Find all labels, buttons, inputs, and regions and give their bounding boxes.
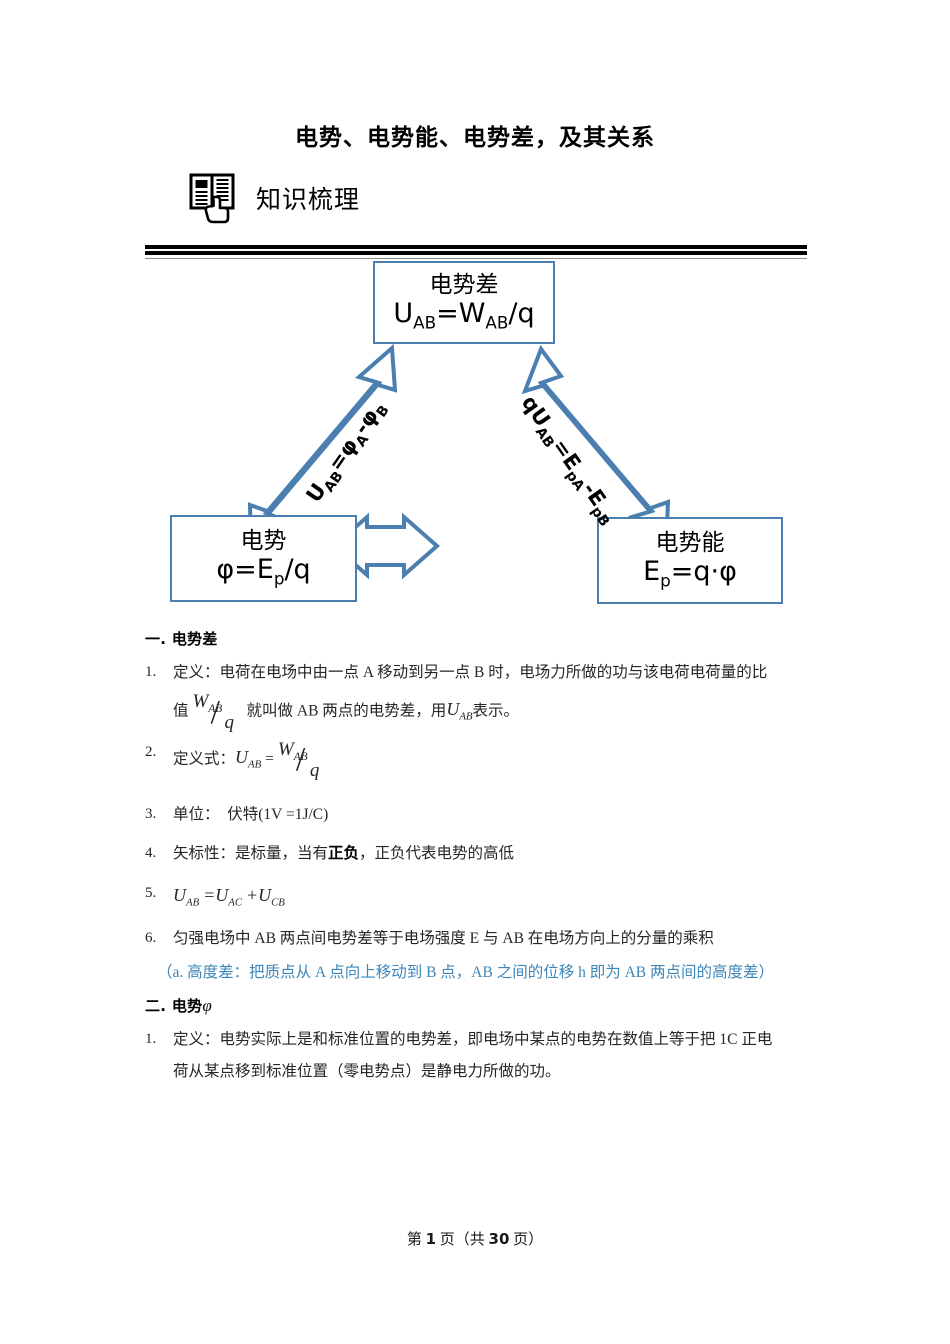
knowledge-section-label: 知识梳理 (256, 187, 361, 214)
book-hand-icon (186, 170, 242, 226)
fraction-slash: / (210, 693, 220, 731)
item-lead: 单位： (173, 805, 220, 823)
diagram-box-potential-difference: 电势差 UAB=WAB/q (373, 261, 555, 344)
variable-uac: UAC (215, 884, 243, 909)
footer-mid: 页（共 (439, 1232, 485, 1248)
list-item: 2. 定义式：UAB =WAB/q (145, 739, 825, 781)
item-lead: 矢标性： (173, 845, 236, 863)
fraction-denominator: q (309, 759, 320, 781)
item-text: 矢标性：是标量，当有正负，正负代表电势的高低 (173, 841, 825, 867)
footer-pre: 第 (406, 1232, 422, 1248)
item-formula-sum: UAB =UAC +UCB (173, 881, 825, 912)
item-text: 定义：电势实际上是和标准位置的电势差，即电场中某点的电势在数值上等于把 1C 正… (173, 1027, 825, 1053)
section-heading-2-symbol: φ (202, 996, 213, 1016)
fraction-denominator: q (224, 711, 235, 733)
item-number: 2. (145, 743, 157, 760)
equals-sign: = (265, 750, 274, 768)
list-item: 3. 单位： 伏特(1V =1J/C) (145, 802, 825, 828)
section-heading-2: 二. 电势φ (145, 995, 825, 1016)
item-continuation: 荷从某点移到标准位置（零电势点）是静电力所做的功。 (173, 1063, 561, 1081)
item-lead: 定义式： (173, 750, 236, 768)
box-left-formula: φ=Ep/q (216, 554, 311, 589)
box-top-title: 电势差 (429, 271, 499, 298)
fraction-numerator: WAB (277, 738, 308, 763)
relationship-diagram: 电势差 UAB=WAB/q 电势 φ=Ep/q 电势能 Ep=q·φ UAB=φ… (145, 252, 815, 618)
list-item: 1. 定义：电势实际上是和标准位置的电势差，即电场中某点的电势在数值上等于把 1… (145, 1027, 825, 1053)
item-number: 5. (145, 884, 157, 901)
item-text: 单位： 伏特(1V =1J/C) (173, 802, 825, 828)
item-body: 电势实际上是和标准位置的电势差，即电场中某点的电势在数值上等于把 1C 正电 (219, 1031, 773, 1049)
blue-note: （a. 高度差：把质点从 A 点向上移动到 B 点，AB 之间的位移 h 即为 … (157, 963, 774, 981)
item-number: 4. (145, 845, 157, 862)
cont-suffix: 就叫做 AB 两点的电势差，用 (246, 702, 447, 720)
list-item: 4. 矢标性：是标量，当有正负，正负代表电势的高低 (145, 841, 825, 867)
box-left-title: 电势 (240, 527, 287, 554)
diagram-box-potential-energy: 电势能 Ep=q·φ (597, 517, 783, 604)
cont-prefix: 值 (173, 702, 189, 720)
page-title: 电势、电势能、电势差，及其关系 (295, 125, 655, 151)
page-footer: 第 1 页（共 30 页） (0, 1228, 950, 1249)
item-number: 1. (145, 664, 157, 680)
knowledge-section-heading: 知识梳理 (186, 170, 360, 226)
fraction-w-over-q: WAB/q (276, 739, 330, 781)
section-heading-1: 一. 电势差 (145, 630, 218, 648)
item-body: 伏特(1V =1J/C) (227, 805, 329, 823)
fraction-w-over-q: WAB/q (191, 691, 245, 733)
plus-sign: + (245, 884, 259, 905)
item-text: 定义式：UAB =WAB/q (173, 739, 825, 781)
fraction-numerator: WAB (192, 690, 223, 715)
variable-uab: UAB (173, 884, 200, 909)
item-body: 电荷在电场中由一点 A 移动到另一点 B 时，电场力所做的功与该电荷电荷量的比 (219, 664, 768, 681)
body-content: 一. 电势差 1. 定义：电荷在电场中由一点 A 移动到另一点 B 时，电场力所… (145, 628, 825, 1085)
variable-uab: UAB (235, 747, 262, 771)
variable-uab: UAB (446, 699, 473, 723)
item-text: 定义：电荷在电场中由一点 A 移动到另一点 B 时，电场力所做的功与该电荷电荷量… (173, 660, 825, 686)
diagram-box-potential: 电势 φ=Ep/q (170, 515, 357, 602)
item-number: 6. (145, 930, 157, 947)
item-body: 匀强电场中 AB 两点间电势差等于电场强度 E 与 AB 在电场方向上的分量的乘… (173, 930, 714, 948)
list-item: 5. UAB =UAC +UCB (145, 881, 825, 912)
footer-post: 页） (513, 1232, 544, 1248)
footer-page-number: 1 (425, 1230, 437, 1248)
diagram-arrows (247, 343, 671, 580)
footer-total-pages: 30 (488, 1230, 510, 1248)
item-lead: 定义： (173, 664, 220, 681)
section-heading-2-text: 二. 电势 (145, 997, 203, 1016)
cont-end: 表示。 (472, 702, 520, 720)
item-number: 1. (145, 1031, 157, 1048)
variable-ucb: UCB (258, 884, 285, 909)
list-item: 6. 匀强电场中 AB 两点间电势差等于电场强度 E 与 AB 在电场方向上的分… (145, 926, 825, 952)
box-top-formula: UAB=WAB/q (393, 298, 535, 333)
item-body: 是标量，当有 (235, 845, 329, 863)
equals-sign: = (203, 884, 216, 905)
list-item: 1. 定义：电荷在电场中由一点 A 移动到另一点 B 时，电场力所做的功与该电荷… (145, 660, 825, 686)
section-divider (145, 245, 807, 259)
item-lead: 定义： (173, 1031, 220, 1049)
emphasis-positive-negative: 正负 (328, 845, 360, 863)
fraction-slash: / (295, 740, 306, 778)
item-body-post: ，正负代表电势的高低 (359, 845, 515, 863)
item-number: 3. (145, 805, 157, 822)
box-right-title: 电势能 (655, 529, 725, 556)
box-right-formula: Ep=q·φ (643, 556, 737, 591)
